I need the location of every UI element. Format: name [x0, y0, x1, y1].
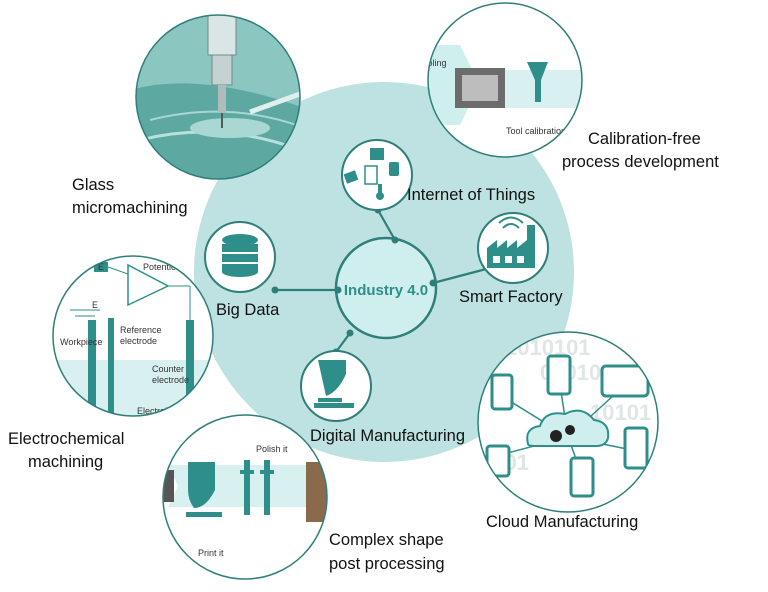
smart-factory-label: Smart Factory	[459, 288, 563, 306]
device-icons	[485, 354, 650, 498]
inset-reference-1: Reference	[120, 325, 162, 335]
inset-tooling-label: tooling	[420, 58, 447, 68]
polish-tool-left	[244, 460, 250, 515]
smart-factory-node	[477, 212, 549, 284]
inset-reference-2: electrode	[120, 336, 157, 346]
camera-icon	[343, 170, 359, 184]
watch-icon	[389, 162, 399, 176]
inset-counter-2: electrode	[152, 375, 189, 385]
gear-icon-small	[565, 425, 575, 435]
calibration-label-line1: Calibration-free	[588, 130, 701, 148]
inset-e-mid: E	[92, 300, 98, 310]
factory-icon	[487, 225, 535, 268]
cloud-manufacturing-illustration: 1010101 01010 10101 0101	[477, 331, 659, 513]
inset-polish-label: Polish it	[256, 444, 288, 454]
electrochemical-machining-schematic: E Potentios E Workpiece Reference electr…	[52, 255, 214, 417]
iot-label: Internet of Things	[407, 186, 535, 204]
database-icon	[222, 234, 258, 277]
glass-label-line2: micromachining	[72, 199, 188, 217]
counter-electrode	[186, 320, 194, 415]
calibration-free-illustration: tooling Tool calibration M	[420, 2, 583, 158]
polished-part-photo	[306, 462, 327, 522]
inset-print-label: Print it	[198, 548, 224, 558]
industry-core-label: Industry 4.0	[344, 282, 428, 299]
inset-counter-1: Counter	[152, 364, 184, 374]
tool-calibration-icon	[527, 62, 548, 102]
electrochemical-label-line1: Electrochemical	[8, 430, 124, 448]
reference-electrode	[108, 318, 114, 413]
big-data-label: Big Data	[216, 301, 280, 319]
electrochemical-label-line2: machining	[28, 453, 103, 471]
print-head-icon-small	[188, 462, 215, 508]
glass-label-line1: Glass	[72, 176, 114, 194]
inset-tool-calibration-label: Tool calibration	[506, 126, 566, 136]
glass-micromachining-photo	[135, 14, 301, 180]
inset-e-top: E	[98, 262, 104, 272]
printed-part-photo	[163, 470, 174, 502]
complex-shape-label-line2: post processing	[329, 555, 445, 573]
inset-m-label: M	[572, 126, 580, 136]
iot-node	[341, 139, 413, 211]
print-head-icon	[314, 360, 354, 408]
complex-shape-illustration: Polish it Print it	[162, 414, 328, 580]
cloud-manufacturing-label: Cloud Manufacturing	[486, 513, 638, 531]
digital-manufacturing-label: Digital Manufacturing	[310, 427, 465, 445]
inset-electrolyte: Electrolyte	[137, 406, 179, 416]
inset-workpiece: Workpiece	[60, 337, 102, 347]
amplifier-symbol	[127, 263, 170, 307]
polish-tool-right	[264, 460, 270, 515]
wifi-icon	[498, 216, 524, 229]
complex-shape-label-line1: Complex shape	[329, 531, 444, 549]
hub-connectors	[275, 209, 491, 353]
big-data-node	[204, 221, 276, 293]
calibration-label-line2: process development	[562, 153, 719, 171]
inset-potentiostat: Potentios	[143, 262, 181, 272]
gear-icon	[550, 430, 562, 442]
chip-icon	[370, 148, 384, 160]
workpiece-electrode	[88, 320, 96, 410]
phone-icon	[364, 165, 378, 185]
digital-manufacturing-node	[300, 350, 372, 422]
